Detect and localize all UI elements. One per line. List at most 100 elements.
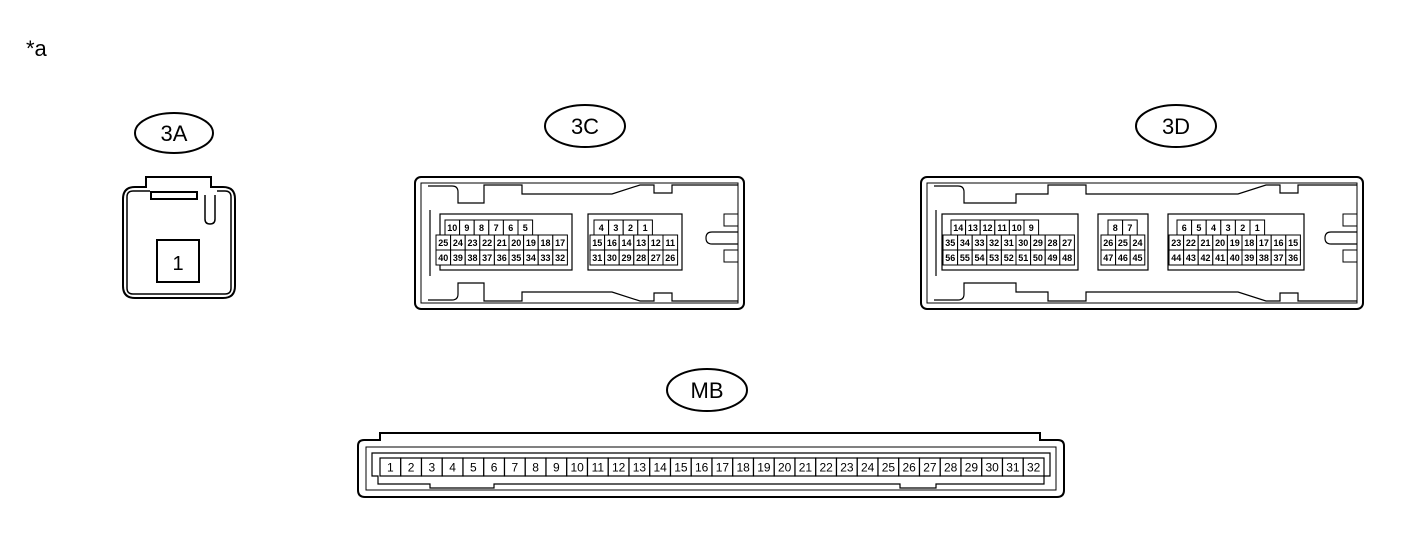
connector-3d-pin-30: 30 <box>1018 238 1028 248</box>
connector-3d-pin-35: 35 <box>945 238 955 248</box>
connector-3c-pin-24: 24 <box>453 238 463 248</box>
connector-mb-pin-12: 12 <box>612 461 626 475</box>
connector-3c-pin-16: 16 <box>607 238 617 248</box>
connector-mb-pin-10: 10 <box>570 461 584 475</box>
connector-mb-pin-1: 1 <box>387 461 394 475</box>
connector-mb-pin-29: 29 <box>965 461 979 475</box>
connector-3c-pin-1: 1 <box>643 223 648 233</box>
connector-3d-bubble <box>1135 104 1217 148</box>
connector-mb-pin-26: 26 <box>902 461 916 475</box>
connector-3d-pin-13: 13 <box>968 223 978 233</box>
connector-3c-bubble <box>544 104 626 148</box>
connector-3c-pin-8: 8 <box>479 223 484 233</box>
connector-3d-pin-19: 19 <box>1230 238 1240 248</box>
connector-3c-pin-29: 29 <box>621 253 631 263</box>
connector-3d-pin-24: 24 <box>1132 238 1142 248</box>
connector-3c-pin-18: 18 <box>540 238 550 248</box>
connector-3c-pin-19: 19 <box>526 238 536 248</box>
connector-3c-pin-26: 26 <box>665 253 675 263</box>
connector-3c-cavity <box>552 249 568 266</box>
connector-3d-pin-2: 2 <box>1240 223 1245 233</box>
connector-3c-pin-15: 15 <box>592 238 602 248</box>
connector-mb-pin-22: 22 <box>819 461 833 475</box>
connector-mb-pin-7: 7 <box>512 461 519 475</box>
connector-mb-pin-19: 19 <box>757 461 771 475</box>
connector-3d-pin-17: 17 <box>1259 238 1269 248</box>
connector-mb-pin-6: 6 <box>491 461 498 475</box>
connector-3c-pin-40: 40 <box>438 253 448 263</box>
connector-mb-pin-15: 15 <box>674 461 688 475</box>
connector-3d-pin-41: 41 <box>1215 253 1225 263</box>
connector-3d-pin-52: 52 <box>1004 253 1014 263</box>
connector-3c-label: 3C <box>571 114 599 139</box>
connector-3d-pin-46: 46 <box>1118 253 1128 263</box>
connector-3d-pin-1: 1 <box>1255 223 1260 233</box>
connector-3d-pin-50: 50 <box>1033 253 1043 263</box>
connector-3d-pin-48: 48 <box>1062 253 1072 263</box>
connector-3c-pin-10: 10 <box>447 223 457 233</box>
connector-3c-pin-27: 27 <box>651 253 661 263</box>
connector-3c-pin-6: 6 <box>508 223 513 233</box>
connector-3a-bubble <box>134 112 214 154</box>
connector-3d-pin-33: 33 <box>974 238 984 248</box>
connector-3d-pin-12: 12 <box>982 223 992 233</box>
note-label: *a <box>26 36 48 61</box>
connector-3c-pin-12: 12 <box>651 238 661 248</box>
connector-3d-pin-25: 25 <box>1118 238 1128 248</box>
connector-3c-pin-20: 20 <box>511 238 521 248</box>
connector-mb-bubble <box>666 368 748 412</box>
connector-3d-pin-43: 43 <box>1186 253 1196 263</box>
connector-3d-pin-23: 23 <box>1171 238 1181 248</box>
connector-3c-housing <box>414 176 745 310</box>
connector-3d-pin-10: 10 <box>1012 223 1022 233</box>
connector-3d-pin-5: 5 <box>1196 223 1201 233</box>
connector-3a-housing <box>122 176 236 299</box>
connector-mb-pin-20: 20 <box>778 461 792 475</box>
connector-mb-pin-2: 2 <box>408 461 415 475</box>
connector-mb-pin-16: 16 <box>695 461 709 475</box>
connector-mb-pin-25: 25 <box>882 461 896 475</box>
connector-3c-pin-4: 4 <box>599 223 604 233</box>
connector-3d-pin-9: 9 <box>1029 223 1034 233</box>
connector-3d-pin-7: 7 <box>1127 223 1132 233</box>
connector-3c-pin-14: 14 <box>621 238 631 248</box>
connector-3d-pin-54: 54 <box>974 253 984 263</box>
connector-3c-pin-39: 39 <box>453 253 463 263</box>
connector-mb-pin-18: 18 <box>736 461 750 475</box>
connector-3d-pin-16: 16 <box>1273 238 1283 248</box>
connector-3c-pin-30: 30 <box>607 253 617 263</box>
connector-3d-pin-39: 39 <box>1244 253 1254 263</box>
connector-mb-pin-3: 3 <box>429 461 436 475</box>
connector-3c-pin-9: 9 <box>464 223 469 233</box>
connector-3d-pin-44: 44 <box>1171 253 1181 263</box>
connector-mb-pin-13: 13 <box>633 461 647 475</box>
connector-mb-pin-21: 21 <box>799 461 813 475</box>
connector-mb-pin-27: 27 <box>923 461 937 475</box>
connector-mb-pin-5: 5 <box>470 461 477 475</box>
connector-3d-pin-56: 56 <box>945 253 955 263</box>
connector-3a-label: 3A <box>161 121 188 146</box>
connector-3d-pin-27: 27 <box>1062 238 1072 248</box>
connector-3d-pin-8: 8 <box>1113 223 1118 233</box>
connector-3c-pin-38: 38 <box>467 253 477 263</box>
connector-3c-pin-17: 17 <box>555 238 565 248</box>
connector-3d-pin-55: 55 <box>960 253 970 263</box>
connector-mb-housing <box>357 432 1065 498</box>
connector-3c-pin-28: 28 <box>636 253 646 263</box>
connector-3d-pin-29: 29 <box>1033 238 1043 248</box>
connector-3d-label: 3D <box>1162 114 1190 139</box>
connector-3c-pin-35: 35 <box>511 253 521 263</box>
connector-mb-pin-24: 24 <box>861 461 875 475</box>
connector-3d-pin-36: 36 <box>1288 253 1298 263</box>
connector-3d-cavity <box>1285 249 1301 266</box>
connector-3d-cavity <box>1129 249 1146 266</box>
connector-3d-pin-3: 3 <box>1226 223 1231 233</box>
connector-3c-pin-34: 34 <box>526 253 536 263</box>
connector-3c-pin-25: 25 <box>438 238 448 248</box>
